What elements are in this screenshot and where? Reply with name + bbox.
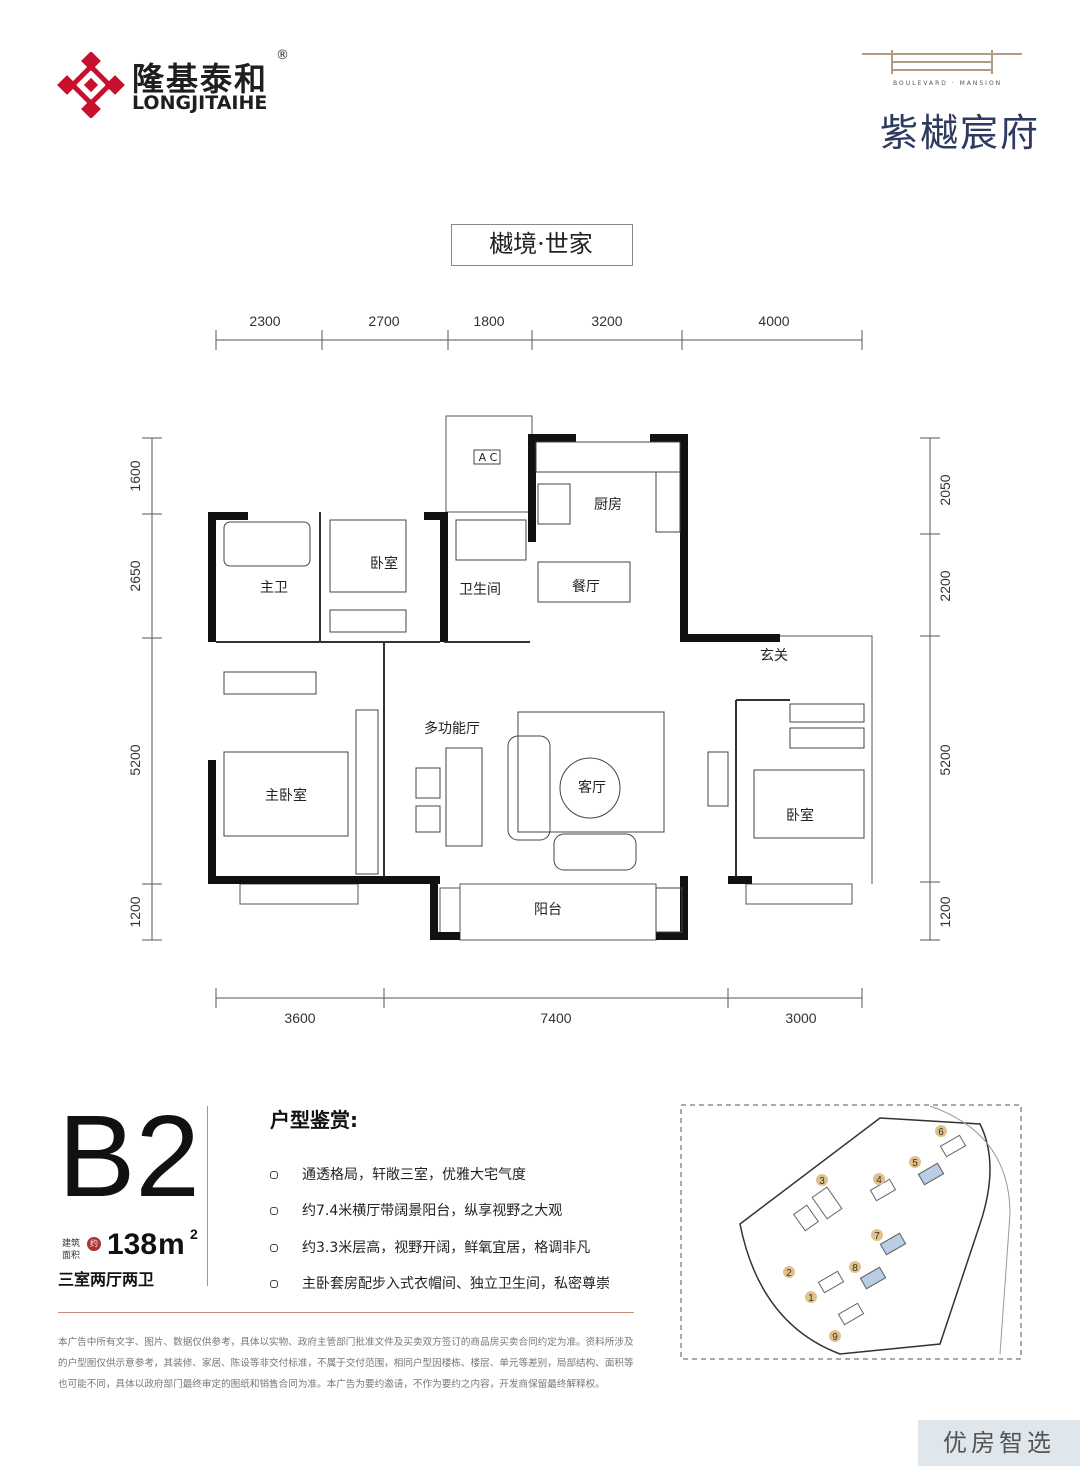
- dim-bottom-1: 3600: [284, 1010, 315, 1026]
- dim-right-1: 2050: [937, 474, 953, 505]
- project-name: 紫樾宸府: [880, 111, 1041, 155]
- registered-mark: ®: [276, 48, 289, 63]
- watermark-text: 优房智选: [943, 1429, 1055, 1457]
- feature-item: 约3.3米层高，视野开阔，鲜氧宜居，格调非凡: [270, 1237, 590, 1257]
- label-living: 客厅: [578, 779, 606, 796]
- subtitle-frame: [451, 224, 633, 266]
- building-9-label: 9: [832, 1332, 838, 1343]
- feature-text: 通透格局，轩敞三室，优雅大宅气度: [302, 1167, 526, 1183]
- dim-right-4: 1200: [937, 896, 953, 927]
- site-plan: 1 2 3 4 5 6 7 8 9: [680, 1104, 1022, 1360]
- floor-plan: 2300 2700 1800 3200 4000 3600 7400 3000 …: [127, 313, 953, 1026]
- building-7-label: 7: [874, 1231, 880, 1242]
- brand-logo-mark: [57, 52, 125, 118]
- disclaimer: 本广告中所有文字、图片、数据仅供参考，具体以实物、政府主管部门批准文件及买卖双方…: [58, 1337, 634, 1390]
- label-entry: 玄关: [760, 647, 788, 664]
- feature-text: 约3.3米层高，视野开阔，鲜氧宜居，格调非凡: [302, 1240, 591, 1256]
- horizontal-divider: [58, 1312, 634, 1313]
- label-master-bath: 主卫: [260, 580, 288, 596]
- bullet-icon: [270, 1244, 278, 1252]
- watermark-background: [918, 1420, 1080, 1466]
- dim-right-3: 5200: [937, 744, 953, 775]
- building-6-label: 6: [938, 1127, 944, 1138]
- dim-top-5: 4000: [758, 313, 789, 329]
- vertical-divider: [207, 1106, 208, 1286]
- label-bedroom-small: 卧室: [370, 555, 398, 572]
- project-logo-mark: [862, 50, 1022, 74]
- features-title: 户型鉴赏:: [270, 1108, 358, 1132]
- label-bathroom: 卫生间: [459, 582, 501, 598]
- approx-badge: 约: [87, 1237, 101, 1251]
- dim-bottom-2: 7400: [540, 1010, 571, 1026]
- dim-bottom-3: 3000: [785, 1010, 816, 1026]
- dim-top-1: 2300: [249, 313, 280, 329]
- label-balcony: 阳台: [534, 902, 562, 918]
- area-unit-superscript: 2: [190, 1226, 198, 1242]
- subtitle: 樾境·世家: [489, 230, 593, 258]
- dim-left-3: 5200: [127, 744, 143, 775]
- building-3-label: 3: [819, 1176, 825, 1187]
- building-4-label: 4: [876, 1175, 882, 1186]
- feature-item: 通透格局，轩敞三室，优雅大宅气度: [270, 1164, 526, 1184]
- dim-top-2: 2700: [368, 313, 399, 329]
- label-bedroom-right: 卧室: [786, 807, 814, 824]
- bullet-icon: [270, 1207, 278, 1215]
- project-name-en: BOULEVARD · MANSION: [893, 80, 1003, 87]
- area-label-2: 面积: [62, 1251, 81, 1261]
- feature-text: 主卧套房配步入式衣帽间、独立卫生间，私密尊崇: [302, 1276, 610, 1292]
- feature-item: 约7.4米横厅带阔景阳台，纵享视野之大观: [270, 1200, 562, 1220]
- dim-top-3: 1800: [473, 313, 504, 329]
- area-unit: m: [158, 1228, 185, 1261]
- feature-item: 主卧套房配步入式衣帽间、独立卫生间，私密尊崇: [270, 1273, 610, 1293]
- label-ac: A C: [479, 451, 498, 464]
- label-kitchen: 厨房: [594, 497, 622, 513]
- area-value: 138: [107, 1228, 158, 1261]
- dim-right-2: 2200: [937, 570, 953, 601]
- feature-text: 约7.4米横厅带阔景阳台，纵享视野之大观: [302, 1203, 563, 1219]
- building-8-label: 8: [852, 1263, 858, 1274]
- building-2-label: 2: [786, 1268, 792, 1279]
- unit-type-code: B2: [58, 1091, 200, 1221]
- building-5-label: 5: [912, 1158, 918, 1169]
- dim-left-4: 1200: [127, 896, 143, 927]
- label-dining: 餐厅: [572, 579, 600, 595]
- brand-name-en: LONGJITAIHE: [132, 92, 268, 114]
- building-1-label: 1: [808, 1293, 814, 1304]
- dim-top-4: 3200: [591, 313, 622, 329]
- bullet-icon: [270, 1171, 278, 1179]
- brand-name-cn: 隆基泰和: [132, 60, 269, 98]
- dim-left-2: 2650: [127, 560, 143, 591]
- label-master-bedroom: 主卧室: [265, 787, 307, 804]
- bullet-icon: [270, 1280, 278, 1288]
- area-label-1: 建筑: [62, 1239, 81, 1249]
- dim-left-1: 1600: [127, 460, 143, 491]
- label-multi-hall: 多功能厅: [424, 720, 480, 737]
- layout-description: 三室两厅两卫: [58, 1270, 155, 1289]
